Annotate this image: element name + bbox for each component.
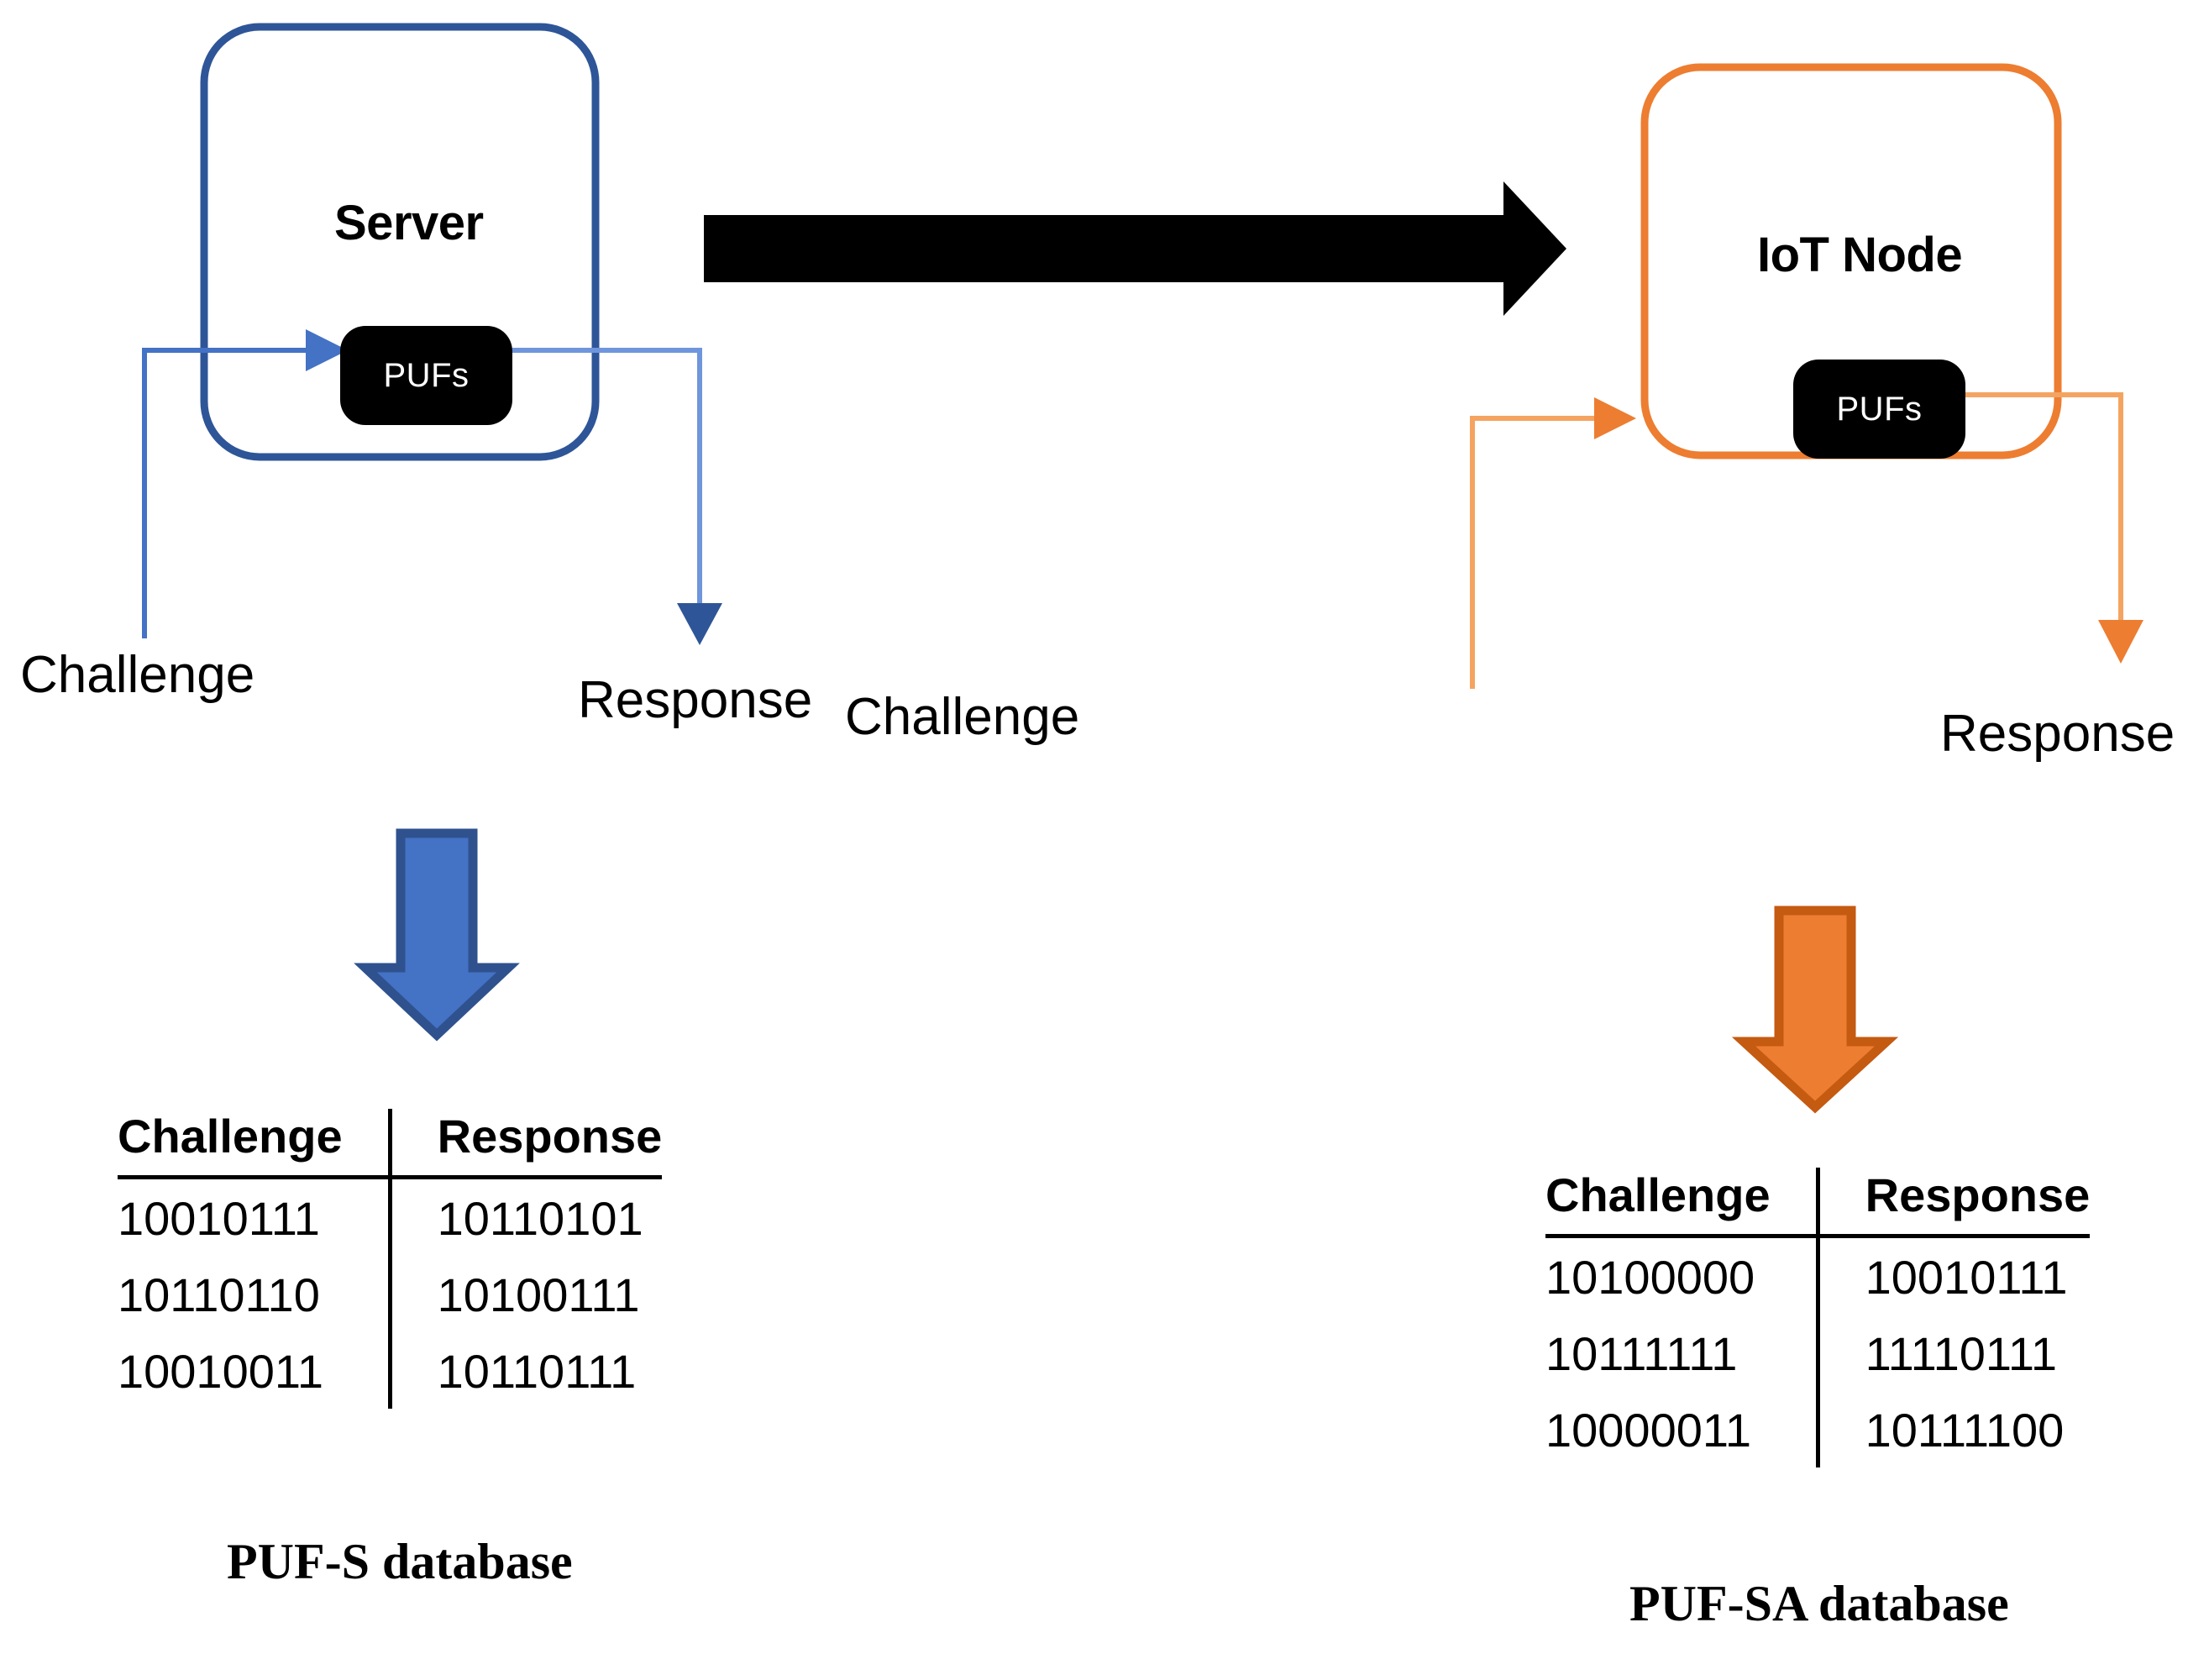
iot-challenge-label: Challenge: [845, 688, 1080, 746]
table-header-row: Challenge Response: [1545, 1168, 2091, 1238]
server-title: Server: [334, 196, 484, 250]
iot-response-arrowhead: [2098, 620, 2143, 664]
iot-title: IoT Node: [1757, 228, 1963, 282]
cell-response: 11110111: [1815, 1315, 2091, 1391]
server-puf-box: PUFs: [340, 326, 512, 425]
server-to-db-block-arrow: [354, 828, 520, 1042]
server-puf-label: PUFs: [383, 356, 470, 394]
iot-to-db-block-arrow: [1731, 906, 1899, 1114]
cell-response: 10110101: [387, 1177, 663, 1256]
cell-response: 10010111: [1815, 1236, 2091, 1315]
cell-response: 10110111: [387, 1332, 663, 1409]
server-challenge-label: Challenge: [20, 646, 255, 704]
server-response-arrowhead: [677, 603, 722, 645]
transfer-arrow: [704, 181, 1566, 316]
cell-challenge: 10110110: [118, 1268, 320, 1321]
puf-s-table-grid: Challenge Response 10010111 10110101 101…: [118, 1109, 663, 1409]
iot-puf-label: PUFs: [1836, 390, 1923, 428]
cell-response: 10100111: [387, 1256, 663, 1332]
cell-challenge: 10000011: [1545, 1404, 1751, 1457]
col-header-challenge: Challenge: [1545, 1168, 1818, 1238]
puf-s-caption: PUF-S database: [227, 1534, 573, 1589]
iot-response-label: Response: [1940, 705, 2175, 763]
iot-response-line: [1965, 392, 2123, 622]
server-response-label: Response: [578, 671, 813, 729]
iot-challenge-line: [1470, 416, 1600, 689]
col-header-response: Response: [1815, 1168, 2091, 1238]
cell-challenge: 10100000: [1545, 1251, 1755, 1304]
server-response-line: [512, 348, 702, 605]
table-row: 10100000 10010111: [1545, 1236, 2091, 1315]
puf-sa-caption: PUF-SA database: [1629, 1576, 2009, 1631]
cell-challenge: 10111111: [1545, 1327, 1738, 1380]
col-header-challenge: Challenge: [118, 1109, 391, 1179]
puf-sa-table-grid: Challenge Response 10100000 10010111 101…: [1545, 1168, 2091, 1467]
iot-challenge-arrowhead: [1594, 397, 1636, 439]
cell-challenge: 10010011: [118, 1345, 323, 1398]
puf-sa-table: Challenge Response 10100000 10010111 101…: [1545, 1168, 2091, 1467]
table-row: 10111111 11110111: [1545, 1315, 2091, 1391]
table-row: 10110110 10100111: [118, 1256, 663, 1332]
table-header-row: Challenge Response: [118, 1109, 663, 1179]
puf-s-table: Challenge Response 10010111 10110101 101…: [118, 1109, 663, 1409]
col-header-response: Response: [387, 1109, 663, 1179]
table-row: 10010111 10110101: [118, 1177, 663, 1256]
server-challenge-line: [142, 348, 311, 638]
table-row: 10000011 10111100: [1545, 1391, 2091, 1467]
table-row: 10010011 10110111: [118, 1332, 663, 1409]
cell-challenge: 10010111: [118, 1192, 320, 1245]
iot-puf-box: PUFs: [1793, 360, 1965, 459]
cell-response: 10111100: [1815, 1391, 2091, 1467]
